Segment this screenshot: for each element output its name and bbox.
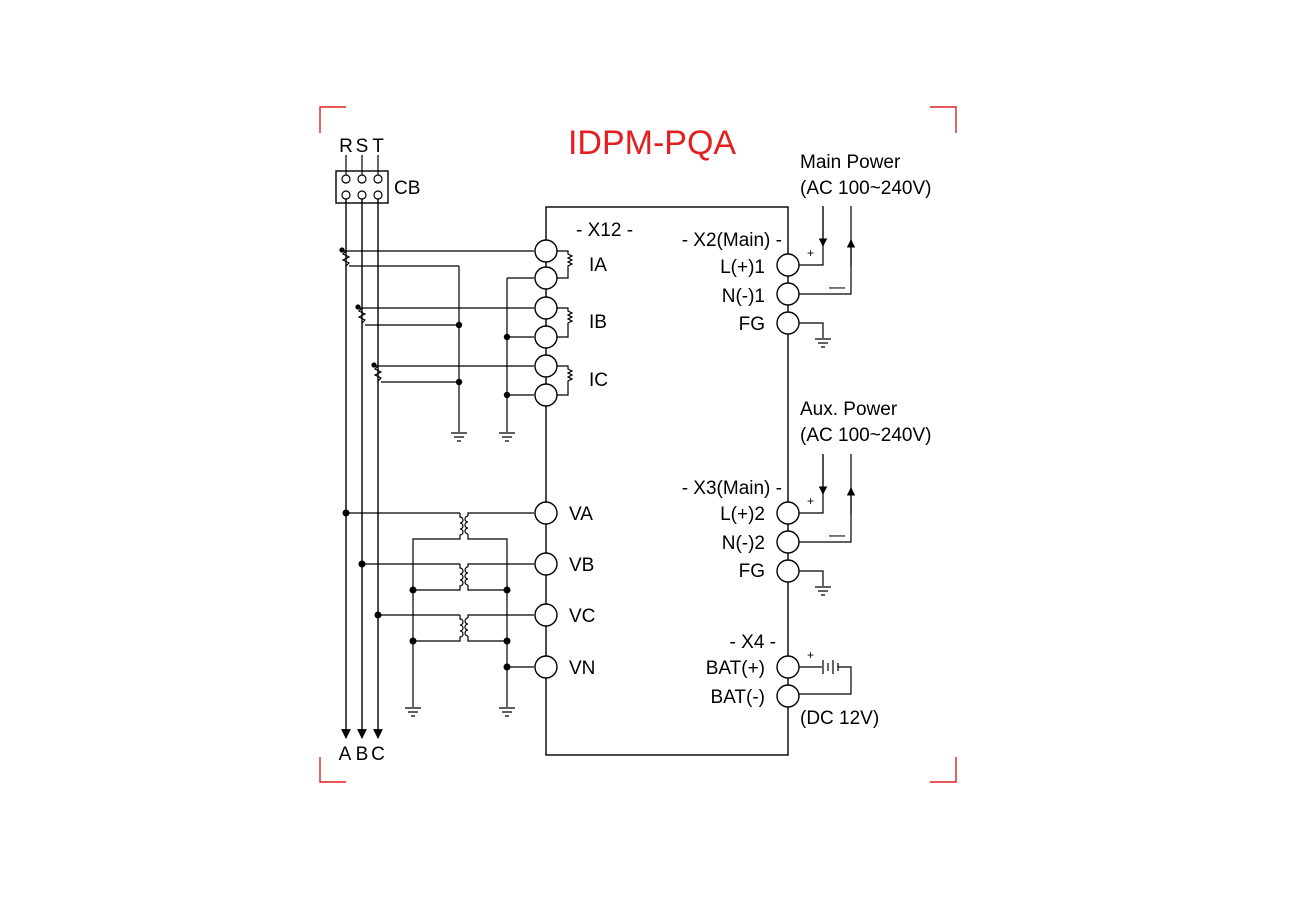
x2-supply-line2: (AC 100~240V) bbox=[800, 178, 932, 199]
x3-terminal-l2: L(+)2 bbox=[720, 504, 765, 525]
vc-label: VC bbox=[569, 606, 595, 627]
x4-terminal-bat-minus: BAT(-) bbox=[710, 687, 765, 708]
ib-label: IB bbox=[589, 312, 607, 333]
x4-terminal-bat-plus: BAT(+) bbox=[706, 658, 765, 679]
x4-battery-terminals bbox=[776, 655, 852, 708]
phase-input-labels: R S T bbox=[339, 136, 384, 157]
x4-header: - X4 - bbox=[730, 632, 776, 653]
crop-marks bbox=[319, 106, 957, 783]
x3-supply-line2: (AC 100~240V) bbox=[800, 425, 932, 446]
phase-output-labels: A B C bbox=[339, 744, 385, 765]
breaker-label: CB bbox=[394, 178, 420, 199]
x3-header: - X3(Main) - bbox=[682, 478, 782, 499]
x3-plus-sign: + bbox=[807, 494, 814, 508]
x2-minus-sign: — bbox=[829, 279, 845, 296]
va-label: VA bbox=[569, 504, 593, 525]
x12-header: - X12 - bbox=[576, 220, 633, 241]
x2-terminal-n1: N(-)1 bbox=[722, 286, 765, 307]
diagram-title: IDPM-PQA bbox=[568, 124, 736, 162]
phase-r-label: R bbox=[339, 136, 353, 157]
vn-label: VN bbox=[569, 658, 595, 679]
phase-lines bbox=[341, 199, 383, 739]
phase-b-label: B bbox=[356, 744, 369, 765]
x2-plus-sign: + bbox=[807, 246, 814, 260]
phase-t-label: T bbox=[372, 136, 384, 157]
x4-plus-sign: + bbox=[807, 648, 814, 662]
x3-minus-sign: — bbox=[829, 527, 845, 544]
ic-label: IC bbox=[589, 370, 608, 391]
x2-supply-line1: Main Power bbox=[800, 152, 901, 173]
current-input-terminals bbox=[534, 239, 574, 407]
device-box bbox=[545, 206, 789, 756]
x4-supply: (DC 12V) bbox=[800, 708, 879, 729]
x3-terminal-fg: FG bbox=[739, 561, 765, 582]
current-transformers bbox=[339, 247, 534, 442]
phase-c-label: C bbox=[371, 744, 385, 765]
x2-terminal-l1: L(+)1 bbox=[720, 257, 765, 278]
phase-s-label: S bbox=[356, 136, 369, 157]
x3-aux-power-terminals bbox=[776, 454, 856, 596]
x2-terminal-fg: FG bbox=[739, 314, 765, 335]
ia-label: IA bbox=[589, 255, 607, 276]
voltage-transformers bbox=[342, 509, 534, 717]
voltage-input-terminals bbox=[534, 501, 558, 679]
x3-supply-line1: Aux. Power bbox=[800, 399, 898, 420]
x2-header: - X2(Main) - bbox=[682, 230, 782, 251]
vb-label: VB bbox=[569, 555, 594, 576]
phase-a-label: A bbox=[339, 744, 352, 765]
x3-terminal-n2: N(-)2 bbox=[722, 533, 765, 554]
circuit-breaker bbox=[335, 155, 389, 204]
x2-main-power-terminals bbox=[776, 206, 856, 348]
